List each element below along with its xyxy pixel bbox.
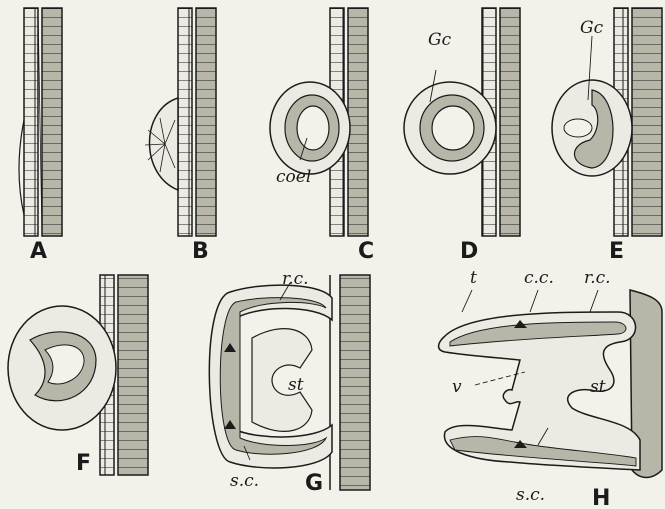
panel-letter-a: A bbox=[30, 239, 47, 264]
label-t-h: t bbox=[470, 268, 477, 288]
panel-letter-b: B bbox=[192, 239, 209, 264]
panel-letter-h: H bbox=[592, 486, 610, 509]
label-st-g: st bbox=[288, 375, 304, 395]
panel-letter-f: F bbox=[76, 451, 91, 476]
label-v-h: v bbox=[452, 377, 462, 397]
label-gc-d: Gc bbox=[428, 30, 452, 50]
label-rc-h: r.c. bbox=[584, 268, 611, 288]
panel-h bbox=[439, 290, 662, 478]
panel-letter-d: D bbox=[460, 239, 478, 264]
panel-d bbox=[404, 8, 520, 236]
label-sc-g: s.c. bbox=[230, 471, 259, 491]
panel-e bbox=[552, 8, 662, 236]
panel-letter-g: G bbox=[305, 471, 323, 496]
panel-f bbox=[8, 275, 148, 475]
panel-letter-c: C bbox=[358, 239, 374, 264]
panel-b bbox=[145, 8, 216, 236]
label-rc-g: r.c. bbox=[282, 269, 309, 289]
panel-c bbox=[270, 8, 368, 236]
label-cc-h: c.c. bbox=[524, 268, 554, 288]
label-st-h: st bbox=[590, 377, 606, 397]
label-sc-h: s.c. bbox=[516, 485, 545, 505]
label-gc-e: Gc bbox=[580, 18, 604, 38]
panel-letter-e: E bbox=[609, 239, 624, 264]
panel-a bbox=[19, 8, 62, 236]
label-coel: coel bbox=[276, 167, 311, 187]
